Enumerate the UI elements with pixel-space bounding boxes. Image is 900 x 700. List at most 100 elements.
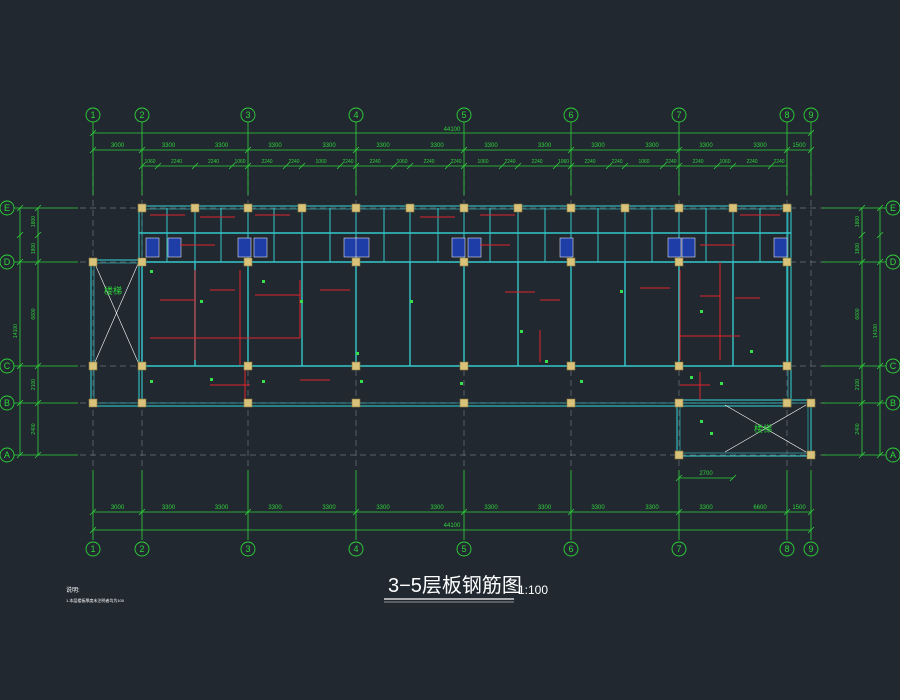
column [297, 203, 307, 213]
column [405, 203, 415, 213]
dim-top-detail: 2240 [773, 159, 784, 165]
rebar-layer [150, 214, 780, 435]
dim-bottom-span: 1500 [792, 505, 806, 511]
axis-bubble-bottom [671, 541, 687, 557]
dim-right-span: 2100 [855, 379, 861, 390]
dim-bottom-total: 44100 [444, 523, 461, 529]
dim-top-span: 3300 [753, 143, 767, 149]
dim-top-span: 3300 [162, 143, 176, 149]
column [674, 361, 684, 371]
dim-top-span: 3300 [699, 143, 713, 149]
stair-cross [94, 263, 139, 363]
dim-left-span: 2100 [31, 379, 37, 390]
dim-right-span: 2400 [855, 423, 861, 434]
column [351, 257, 361, 267]
column [782, 203, 792, 213]
axis-label-bottom: 7 [676, 544, 681, 554]
column [137, 257, 147, 267]
dim-top-detail: 2240 [423, 159, 434, 165]
dim-bottom-span: 3300 [591, 505, 605, 511]
axis-label-top: 5 [461, 110, 466, 120]
dim-tick [552, 162, 560, 170]
column [459, 257, 469, 267]
dim-bottom-span: 6600 [753, 505, 767, 511]
slab-tag [451, 237, 466, 258]
dim-tick [514, 162, 522, 170]
dim-bottom-span: 3300 [484, 505, 498, 511]
dim-tick [767, 162, 775, 170]
axis-bubble-left [0, 447, 15, 463]
stair-cross [724, 404, 807, 453]
dim-bottom-span: 3300 [215, 505, 229, 511]
dim-top-detail: 2240 [665, 159, 676, 165]
axis-label-top: 9 [808, 110, 813, 120]
axis-bubble-top [348, 107, 364, 123]
rebar-tag [545, 360, 548, 363]
dim-top-detail: 2240 [261, 159, 272, 165]
dim-top-detail: 1060 [719, 159, 730, 165]
column [674, 398, 684, 408]
dim-top-detail: 2240 [450, 159, 461, 165]
axis-label-top: 6 [568, 110, 573, 120]
axis-bubble-right [885, 358, 900, 374]
dim-top-span: 3300 [322, 143, 336, 149]
rebar-tag [262, 380, 265, 383]
column [137, 398, 147, 408]
column [137, 361, 147, 371]
column [674, 203, 684, 213]
dim-tick [16, 231, 24, 239]
dim-tick [154, 162, 162, 170]
axis-bubble-top [803, 107, 819, 123]
column [782, 361, 792, 371]
dim-tick [729, 474, 737, 482]
column [782, 257, 792, 267]
axis-bubble-left [0, 254, 15, 270]
dim-left-span: 1800 [31, 243, 37, 254]
rebar-tag [620, 290, 623, 293]
slab-tag [681, 237, 696, 258]
rebar-tag [580, 380, 583, 383]
slab-tag [355, 237, 370, 258]
axis-bubble-left [0, 395, 15, 411]
axis-bubble-top [134, 107, 150, 123]
axis-bubble-bottom [563, 541, 579, 557]
dim-top-span: 3300 [215, 143, 229, 149]
dim-bottom-span: 3300 [699, 505, 713, 511]
axis-label-right: B [890, 398, 896, 408]
rebar-tag [210, 378, 213, 381]
rebar-tag [460, 382, 463, 385]
axis-label-right: C [890, 361, 897, 371]
stair-right-wall [676, 399, 812, 457]
dim-top-detail: 2240 [342, 159, 353, 165]
column [566, 361, 576, 371]
axis-grid [80, 170, 825, 468]
axis-label-top: 1 [90, 110, 95, 120]
rebar-tag [410, 300, 413, 303]
column [190, 203, 200, 213]
dim-left-total: 14100 [13, 324, 19, 338]
dim-tick [876, 231, 884, 239]
rebar-tag [150, 270, 153, 273]
stair-right-wall-inner [679, 402, 809, 454]
walls-layer [90, 205, 812, 457]
slab-tag [467, 237, 482, 258]
column [806, 398, 816, 408]
column [674, 450, 684, 460]
dim-tick [444, 162, 452, 170]
column [806, 450, 816, 460]
axis-bubble-bottom [85, 541, 101, 557]
axis-bubble-right [885, 254, 900, 270]
slab-tag [145, 237, 160, 258]
axis-bubble-bottom [456, 541, 472, 557]
dim-tick [498, 162, 506, 170]
axis-bubble-left [0, 200, 15, 216]
axis-label-left: E [4, 203, 10, 213]
dim-bottom-span: 3300 [268, 505, 282, 511]
axis-label-bottom: 2 [139, 544, 144, 554]
axis-label-top: 4 [353, 110, 358, 120]
rebar-tag [520, 330, 523, 333]
column [459, 398, 469, 408]
dim-tick [298, 162, 306, 170]
axis-bubble-bottom [779, 541, 795, 557]
